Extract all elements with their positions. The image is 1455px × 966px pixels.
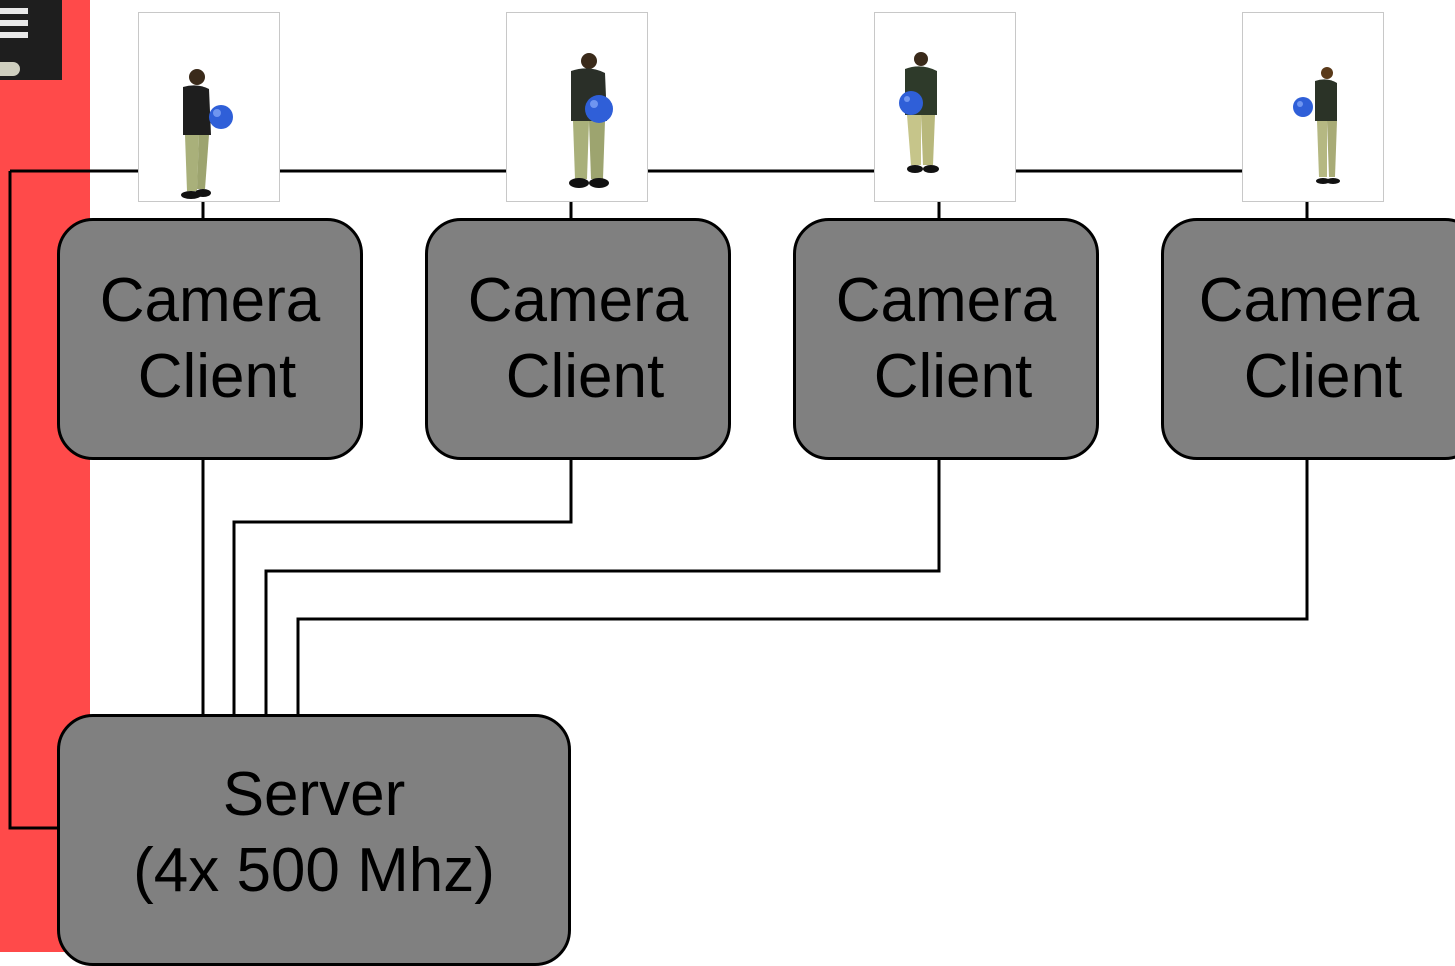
client-label-line1: Camera — [1198, 266, 1420, 335]
server-box: Server (4x 500 Mhz) — [57, 714, 571, 966]
camera-client-box-1: Camera Client — [57, 218, 363, 460]
logo-icon — [0, 0, 62, 80]
camera-client-box-3: Camera Client — [793, 218, 1099, 460]
person-icon — [1293, 67, 1340, 184]
client-2-link — [232, 460, 573, 716]
camera-client-box-4: Camera Client — [1161, 218, 1455, 460]
camera-client-box-2: Camera Client — [425, 218, 731, 460]
person-icon — [569, 53, 613, 188]
client-label-line2: Client — [505, 342, 665, 411]
camera-view-3 — [874, 12, 1016, 202]
client-label-line1: Camera — [467, 266, 689, 335]
client-label-line2: Client — [1243, 342, 1403, 411]
person-icon — [899, 52, 939, 173]
client-4-link — [296, 460, 1309, 716]
client-label-line2: Client — [137, 342, 297, 411]
camera-view-1 — [138, 12, 280, 202]
sync-line — [8, 171, 58, 830]
person-icon — [181, 69, 233, 199]
server-label-line1: Server — [222, 760, 406, 829]
camera-view-2 — [506, 12, 648, 202]
client-label-line1: Camera — [835, 266, 1057, 335]
client-label-line1: Camera — [99, 266, 321, 335]
server-label-line2: (4x 500 Mhz) — [133, 836, 495, 905]
client-label-line2: Client — [873, 342, 1033, 411]
camera-view-4 — [1242, 12, 1384, 202]
client-3-link — [264, 460, 941, 716]
